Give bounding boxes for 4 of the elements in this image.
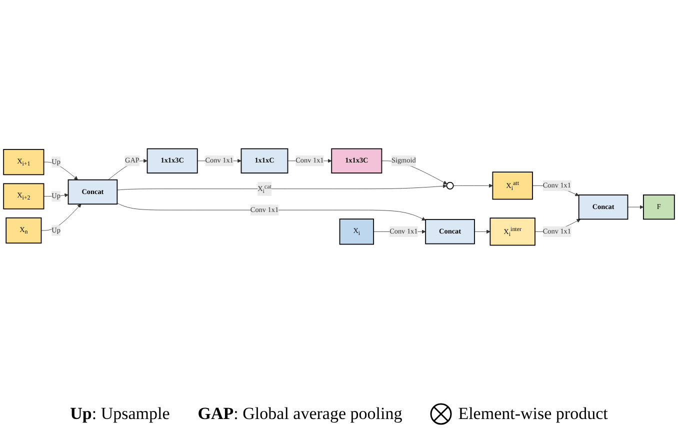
node-circle — [446, 182, 454, 190]
legend-text: Element-wise product — [458, 404, 608, 424]
legend-note: Up: Upsample — [70, 404, 170, 424]
legend-note: GAP: Global average pooling — [198, 404, 402, 424]
